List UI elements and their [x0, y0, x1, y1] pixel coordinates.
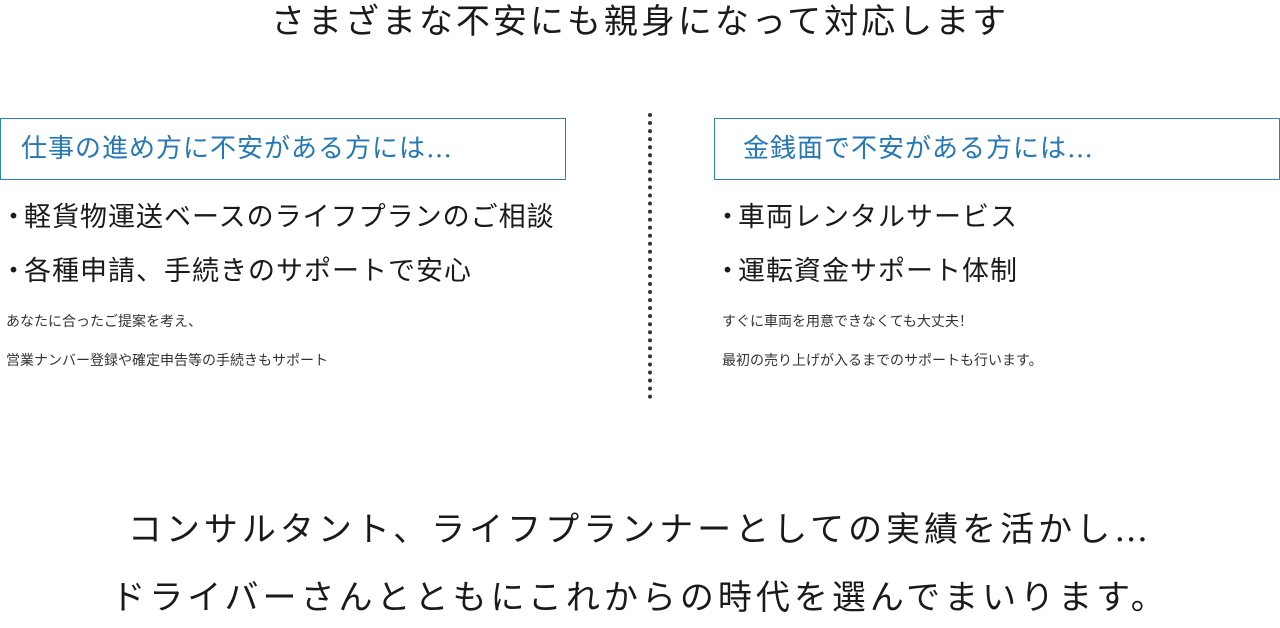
bullet-dot: ・ — [714, 256, 742, 287]
bullet-text: 軽貨物運送ベースのライフプランのご相談 — [24, 202, 555, 233]
bullet-text: 各種申請、手続きのサポートで安心 — [24, 256, 472, 287]
note-line: 営業ナンバー登録や確定申告等の手続きもサポート — [6, 353, 328, 369]
left-box-title: 仕事の進め方に不安がある方には… — [0, 118, 566, 180]
left-notes: あなたに合ったご提案を考え、 営業ナンバー登録や確定申告等の手続きもサポート — [0, 312, 620, 371]
right-box-title: 金銭面で不安がある方には… — [714, 118, 1280, 180]
list-item: ・運転資金サポート体制 — [714, 258, 1280, 286]
dotted-divider — [648, 113, 652, 399]
left-bullet-list: ・軽貨物運送ベースのライフプランのご相談 ・各種申請、手続きのサポートで安心 — [0, 204, 620, 286]
bullet-dot: ・ — [714, 202, 742, 233]
note-line: すぐに車両を用意できなくても大丈夫！ — [722, 314, 973, 330]
list-item: ・軽貨物運送ベースのライフプランのご相談 — [0, 204, 620, 232]
bullet-text: 車両レンタルサービス — [738, 202, 1018, 233]
right-notes: すぐに車両を用意できなくても大丈夫！ 最初の売り上げが入るまでのサポートも行いま… — [714, 312, 1280, 371]
list-item: ・車両レンタルサービス — [714, 204, 1280, 232]
right-bullet-list: ・車両レンタルサービス ・運転資金サポート体制 — [714, 204, 1280, 286]
bullet-dot: ・ — [0, 202, 28, 233]
page-heading: さまざまな不安にも親身になって対応します — [270, 2, 1010, 42]
note-line: 最初の売り上げが入るまでのサポートも行います。 — [722, 353, 1043, 369]
list-item: ・各種申請、手続きのサポートで安心 — [0, 258, 620, 286]
note-line: あなたに合ったご提案を考え、 — [6, 314, 202, 330]
closing-line-1: コンサルタント、ライフプランナーとしての実績を活かし… — [127, 510, 1153, 550]
closing-line-2: ドライバーさんとともにこれからの時代を選んでまいります。 — [111, 578, 1169, 618]
left-column: 仕事の進め方に不安がある方には… ・軽貨物運送ベースのライフプランのご相談 ・各… — [0, 118, 620, 390]
right-column: 金銭面で不安がある方には… ・車両レンタルサービス ・運転資金サポート体制 すぐ… — [714, 118, 1280, 390]
bullet-dot: ・ — [0, 256, 28, 287]
bullet-text: 運転資金サポート体制 — [738, 256, 1018, 287]
